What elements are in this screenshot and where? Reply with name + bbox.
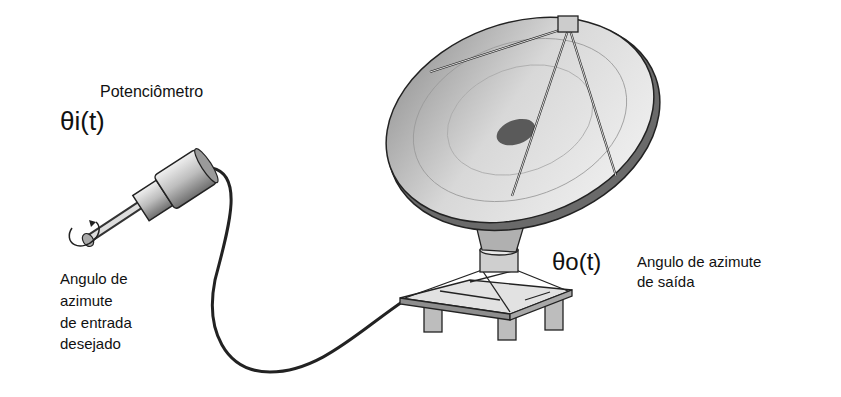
cable	[212, 168, 405, 372]
input-angle-note: Angulo de azimute de entrada desejado	[60, 268, 133, 355]
output-angle-symbol: θo(t)	[552, 248, 601, 277]
dish	[357, 0, 690, 267]
input-angle-symbol: θi(t)	[60, 106, 105, 137]
feed-tripod	[430, 16, 616, 196]
potentiometer-symbol	[69, 146, 221, 248]
component-label: Potenciômetro	[100, 82, 203, 101]
output-angle-note: Angulo de azimute de saída	[637, 252, 769, 291]
